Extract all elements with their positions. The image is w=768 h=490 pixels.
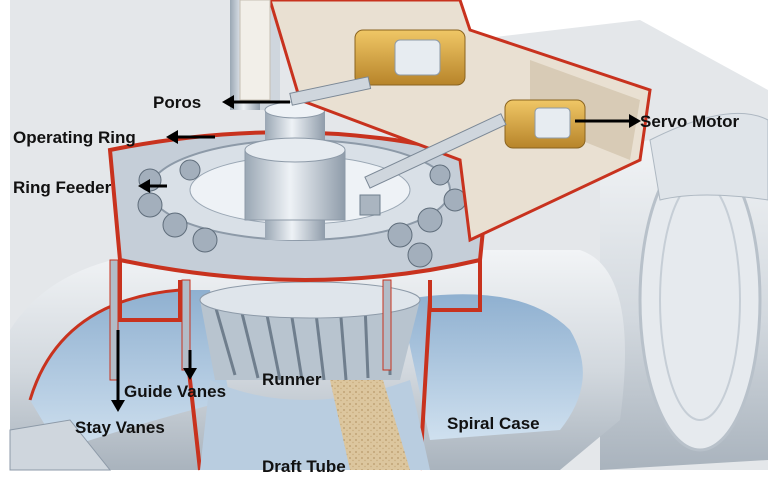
- stay-vanes: [109, 259, 392, 381]
- label-guide-vanes: Guide Vanes: [124, 382, 227, 401]
- label-runner: Runner: [262, 370, 322, 389]
- label-servo-motor: Servo Motor: [640, 112, 740, 131]
- label-stay-vanes: Stay Vanes: [75, 418, 165, 437]
- servo-motor: [289, 29, 586, 216]
- arrow-stay-vanes-head: [111, 400, 125, 412]
- pipe-flange: [9, 419, 112, 471]
- label-spiral-case: Spiral Case: [447, 414, 540, 433]
- label-ring-feeder: Ring Feeder: [13, 178, 112, 197]
- main-shaft: [230, 0, 346, 240]
- arrow-ring-feeder-head: [138, 179, 150, 193]
- label-poros: Poros: [153, 93, 202, 112]
- label-operating-ring: Operating Ring: [13, 128, 136, 147]
- arrow-poros-head: [222, 95, 234, 109]
- label-draft-tube: Draft Tube: [262, 457, 346, 476]
- runner: [199, 281, 421, 381]
- water-passage: [28, 288, 583, 471]
- draft-tube: [200, 370, 430, 470]
- arrow-servo-motor-head: [629, 114, 641, 128]
- arrow-operating-ring-head: [166, 130, 178, 144]
- annotation-arrows: [111, 95, 641, 412]
- arrow-guide-vanes-head: [183, 368, 197, 380]
